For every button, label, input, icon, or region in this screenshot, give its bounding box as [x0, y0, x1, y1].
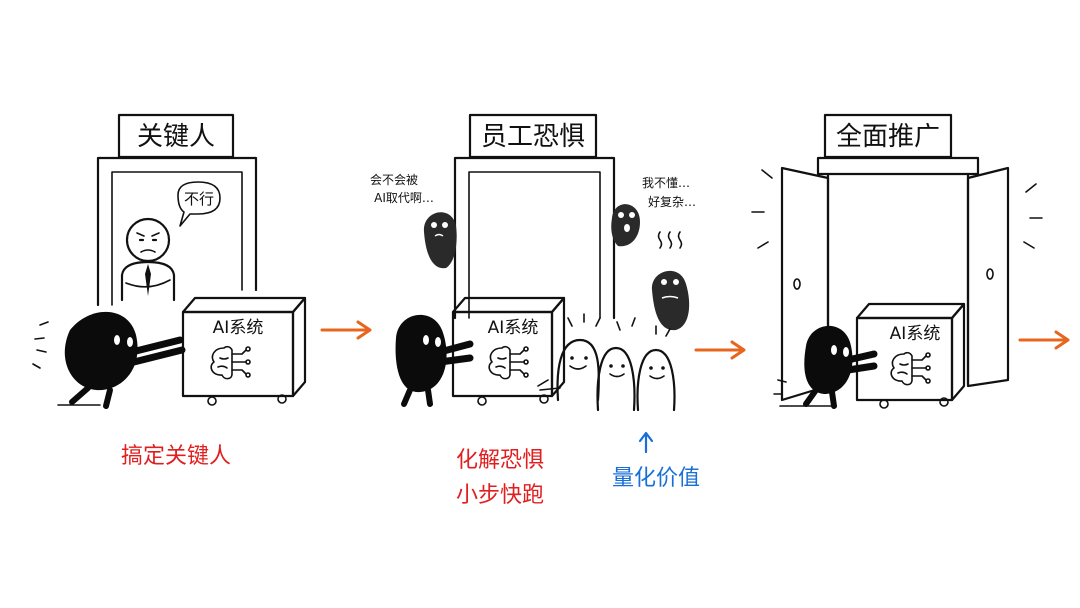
pushing-character — [32, 311, 186, 409]
caption-step1: 搞定关键人 — [121, 444, 231, 469]
door-frame — [453, 156, 616, 320]
door-frame — [96, 156, 258, 307]
whisper-right-line1: 我不懂… — [642, 176, 690, 190]
door-frame-inner — [468, 171, 601, 319]
worried-employee-right — [611, 204, 640, 247]
speech-bubble — [177, 181, 221, 227]
door-frame-inner — [111, 171, 243, 306]
arrow-2 — [694, 340, 746, 360]
supportive-employees — [537, 313, 676, 412]
key-person-figure — [120, 217, 176, 302]
sign-text: 员工恐惧 — [481, 122, 585, 152]
right-door — [966, 166, 1010, 388]
box-label: AI系统 — [488, 318, 539, 338]
pushing-character — [773, 325, 878, 409]
panel-employee-fear: 员工恐惧 会不会被 AI取代啊… 我不懂… 好复杂… — [370, 113, 746, 508]
whisper-right-line2: 好复杂… — [648, 195, 696, 209]
caption-step2-line2: 小步快跑 — [456, 483, 544, 508]
pushing-character — [395, 314, 474, 407]
speech-text: 不行 — [184, 190, 214, 208]
whisper-left-line2: AI取代啊… — [374, 191, 434, 205]
box-label: AI系统 — [890, 324, 941, 344]
caption-quantify-value: 量化价值 — [612, 466, 700, 491]
whisper-left-line1: 会不会被 — [370, 173, 418, 187]
ai-system-box: AI系统 — [451, 296, 566, 406]
arrow-1 — [320, 320, 372, 340]
worried-employee-left — [423, 212, 457, 269]
arrow-3 — [1018, 330, 1070, 350]
sign-text: 关键人 — [137, 122, 215, 152]
caption-step2-line1: 化解恐惧 — [456, 448, 544, 473]
up-arrow-icon — [638, 431, 654, 454]
crouching-employee — [651, 231, 690, 331]
ai-system-box: AI系统 — [181, 296, 307, 406]
box-label: AI系统 — [213, 318, 264, 338]
panel-full-rollout: 全面推广 AI系统 — [751, 113, 1070, 409]
sign-text: 全面推广 — [836, 122, 940, 152]
panel-key-person: 关键人 不行 AI系统 — [32, 113, 372, 469]
ai-system-box: AI系统 — [855, 302, 966, 409]
